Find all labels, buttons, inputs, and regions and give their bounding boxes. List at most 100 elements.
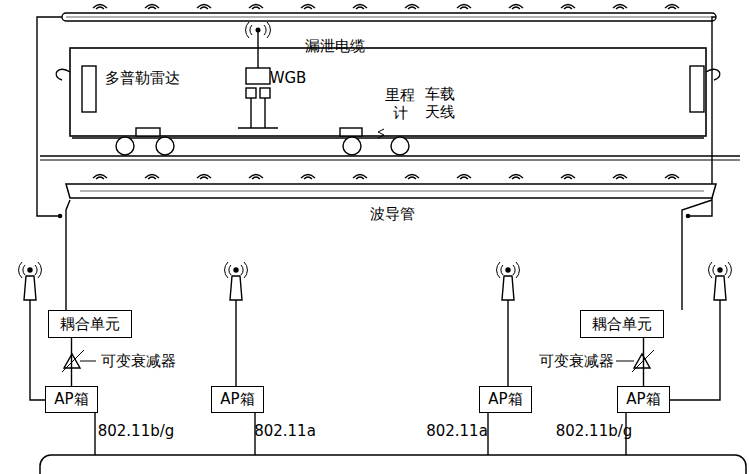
wgb-antenna [257, 30, 258, 68]
doppler-radar [136, 128, 160, 136]
rail [40, 155, 740, 157]
coupler [56, 69, 70, 80]
radio-waves [225, 262, 248, 278]
signal-arc [457, 5, 471, 10]
ap-antenna [24, 276, 36, 300]
signal-arc [145, 5, 159, 10]
wheel [156, 137, 174, 155]
wgb-antenna [256, 28, 260, 32]
signal-arc [93, 175, 107, 180]
antenna-feed [235, 300, 236, 386]
connector [643, 338, 644, 386]
radio-waves [497, 262, 520, 278]
wgb-unit [246, 68, 270, 84]
signal-arc [457, 175, 471, 180]
signal-arc [405, 5, 419, 10]
train-window [82, 66, 96, 112]
wgb-module [260, 88, 270, 98]
part-label: 漏泄电缆 [305, 37, 365, 55]
node-text: AP箱 [48, 390, 94, 409]
part-label: WGB [270, 69, 307, 87]
ap-box: AP箱 [617, 386, 669, 413]
part-label: 多普勒雷达 [105, 69, 180, 87]
ap-antenna [714, 276, 726, 300]
part-label: 里程计 [384, 86, 416, 122]
wgb-mount [238, 127, 278, 128]
signal-arc [613, 5, 627, 10]
signal-arc [353, 5, 367, 10]
signal-arc [353, 175, 367, 180]
switch-dot [686, 214, 689, 217]
bus-drop [94, 413, 95, 455]
part-label: 802.11a [426, 422, 488, 440]
connector [71, 338, 72, 386]
node-text: AP箱 [620, 390, 666, 409]
wheel [391, 137, 409, 155]
signal-arc [561, 175, 575, 180]
part-label: 802.11b/g [98, 422, 175, 440]
part-label: 802.11a [254, 422, 316, 440]
signal-arc [301, 5, 315, 10]
node-text: 耦合单元 [54, 315, 126, 334]
signal-arc [249, 5, 263, 10]
wheel [116, 137, 134, 155]
wheel [343, 137, 361, 155]
signal-arc [405, 175, 419, 180]
signal-arc [93, 5, 107, 10]
ap-antenna [506, 268, 510, 272]
vehicle-antenna [378, 129, 384, 138]
switch-dot [58, 214, 61, 217]
part-label: 802.11b/g [556, 422, 633, 440]
cable-core [66, 17, 712, 18]
signal-arc [197, 175, 211, 180]
signal-arc [665, 175, 679, 180]
wgb-mount [264, 98, 265, 128]
wgb-mount [250, 98, 251, 128]
odometer [340, 128, 362, 136]
network-bus [40, 455, 746, 474]
ap-antenna [234, 268, 238, 272]
signal-arc [197, 5, 211, 10]
signal-arc [301, 175, 315, 180]
feed-wire [682, 200, 712, 310]
signal-arc [249, 175, 263, 180]
ap-box: AP箱 [45, 386, 97, 413]
node-text: AP箱 [482, 390, 528, 409]
antenna-feed [30, 300, 48, 400]
train-window [690, 66, 704, 112]
leaky-cable [62, 13, 716, 21]
feed-wire [37, 17, 62, 216]
signal-arc [509, 175, 523, 180]
ap-antenna [230, 276, 242, 300]
coupling-unit: 耦合单元 [48, 310, 132, 338]
wgb-module [246, 88, 256, 98]
ap-antenna [718, 268, 722, 272]
node-text: AP箱 [214, 390, 260, 409]
waveguide [66, 184, 716, 198]
ap-antenna [28, 268, 32, 272]
antenna-feed [507, 300, 508, 386]
radio-waves [709, 262, 732, 278]
ap-box: AP箱 [211, 386, 263, 413]
antenna-feed [667, 300, 720, 400]
signal-arc [665, 5, 679, 10]
node-text: 耦合单元 [586, 315, 658, 334]
train-body [70, 48, 706, 136]
ap-box: AP箱 [479, 386, 531, 413]
leader-line [80, 361, 96, 362]
signal-arc [561, 5, 575, 10]
feed-wire [66, 200, 70, 310]
part-label: 可变衰减器 [101, 352, 176, 370]
signal-arc [613, 175, 627, 180]
signal-arc [145, 175, 159, 180]
part-label: 车载天线 [424, 85, 456, 121]
coupler [706, 69, 720, 80]
radio-waves [19, 262, 42, 278]
waveguide-slot [80, 191, 704, 192]
coupling-unit: 耦合单元 [580, 310, 664, 338]
part-label: 可变衰减器 [539, 352, 614, 370]
part-label: 波导管 [370, 205, 415, 223]
rail [40, 160, 740, 161]
signal-arc [509, 5, 523, 10]
